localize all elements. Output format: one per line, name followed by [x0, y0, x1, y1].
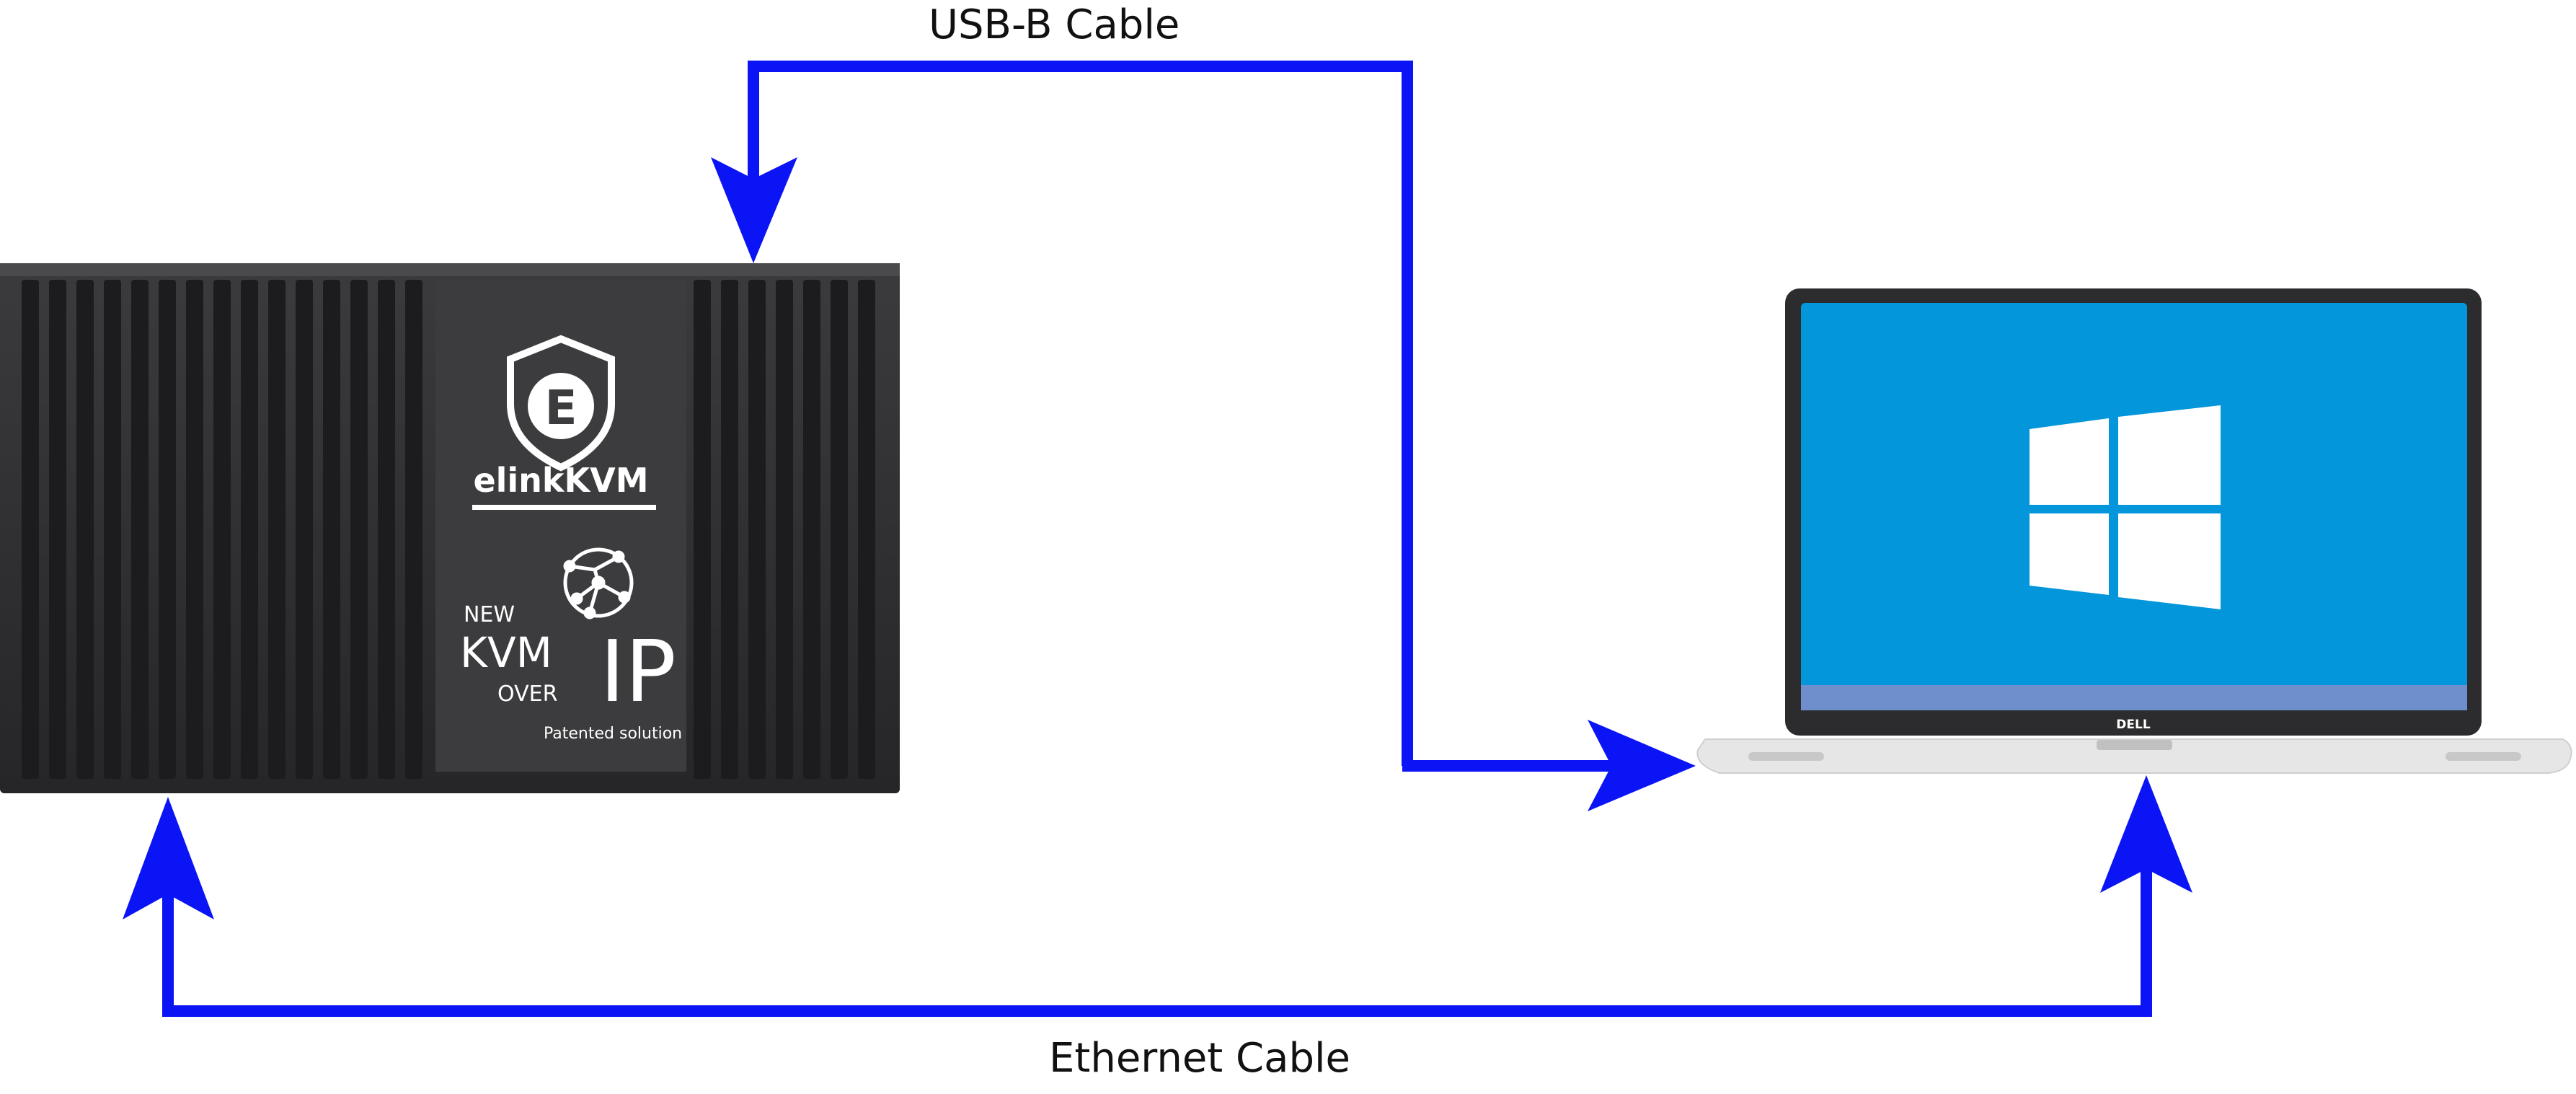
kvm-vent-fin: [858, 280, 875, 779]
usb-cable-line: [748, 61, 1413, 766]
kvm-vent-fin: [831, 280, 848, 779]
usb-arrowhead-laptop: [1588, 720, 1696, 811]
ethernet-arrowhead-laptop: [2100, 775, 2192, 893]
kvm-top-edge: [0, 263, 900, 276]
laptop-hinge-notch: [2097, 740, 2172, 750]
badge-over-text: OVER: [497, 681, 557, 707]
kvm-brand-underline: [472, 505, 656, 510]
badge-kvm-text: KVM: [460, 628, 552, 677]
kvm-vent-fin: [721, 280, 738, 779]
globe-network-icon: [563, 547, 634, 619]
kvm-vent-fin: [350, 280, 368, 779]
kvm-vent-fin: [241, 280, 258, 779]
ethernet-connection: [123, 775, 2192, 1017]
usb-cable-label: USB-B Cable: [929, 1, 1180, 48]
kvm-vent-fin: [748, 280, 766, 779]
kvm-brand-text: elinkKVM: [473, 461, 648, 500]
kvm-vent-fins-left: [22, 280, 422, 779]
kvm-vent-fin: [131, 280, 149, 779]
patent-text: Patented solution: [544, 725, 682, 743]
kvm-vent-fin: [49, 280, 66, 779]
ethernet-cable-line: [162, 862, 2152, 1017]
ethernet-arrowhead-kvm: [123, 797, 214, 919]
kvm-vent-fin: [213, 280, 231, 779]
usb-connection: [711, 61, 1696, 811]
kvm-vent-fins-right: [694, 280, 875, 779]
badge-ip-text: IP: [600, 622, 676, 721]
kvm-vent-fin: [76, 280, 94, 779]
kvm-vent-fin: [268, 280, 286, 779]
kvm-vent-fin: [159, 280, 176, 779]
laptop-brand-text: DELL: [2116, 718, 2151, 732]
laptop-foot-right: [2446, 752, 2521, 761]
shield-e-logo-icon: E: [507, 335, 615, 472]
logo-letter: E: [544, 380, 577, 436]
laptop-foot-left: [1748, 752, 1824, 761]
kvm-vent-fin: [104, 280, 121, 779]
kvm-front-panel: [435, 280, 686, 772]
kvm-device: E elinkKVM NEW KVM OVER IP Patented solu…: [0, 263, 900, 793]
laptop-base: [1696, 738, 2572, 774]
kvm-vent-fin: [405, 280, 422, 779]
kvm-vent-fin: [776, 280, 793, 779]
kvm-vent-fin: [803, 280, 820, 779]
laptop-screen: [1801, 303, 2467, 710]
badge-new-text: NEW: [464, 602, 515, 627]
windows-logo-icon: [2030, 405, 2221, 609]
usb-arrowhead-kvm: [711, 157, 797, 263]
kvm-vent-fin: [22, 280, 39, 779]
laptop: DELL: [1696, 288, 2572, 774]
kvm-vent-fin: [296, 280, 313, 779]
kvm-vent-fin: [694, 280, 711, 779]
kvm-vent-fin: [323, 280, 340, 779]
kvm-vent-fin: [378, 280, 395, 779]
kvm-vent-fin: [186, 280, 203, 779]
ethernet-cable-label: Ethernet Cable: [1049, 1035, 1351, 1082]
laptop-taskbar: [1801, 685, 2467, 710]
